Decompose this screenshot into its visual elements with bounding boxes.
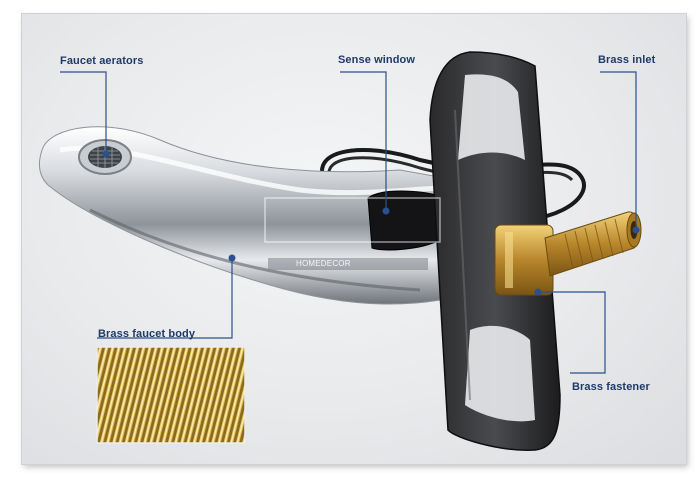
leader-sense-window: [340, 71, 387, 210]
brass-fastener: [494, 224, 554, 296]
leader-dot-inlet: [632, 226, 640, 234]
leader-fastener: [538, 291, 606, 374]
label-brass-faucet-body: Brass faucet body: [98, 328, 196, 340]
label-faucet-aerators: Faucet aerators: [60, 55, 144, 67]
leader-dot-body: [228, 254, 236, 262]
label-sense-window: Sense window: [338, 54, 415, 66]
brass-inlet: [544, 211, 641, 277]
brass-rods-inset: [96, 346, 246, 444]
leader-dot-aerators: [102, 150, 110, 158]
leader-inlet: [600, 71, 637, 229]
leader-aerators: [60, 71, 107, 152]
leader-dot-fastener: [534, 288, 542, 296]
watermark: HOMEDECOR: [296, 259, 351, 268]
label-brass-fastener: Brass fastener: [572, 381, 650, 393]
label-brass-inlet: Brass inlet: [598, 54, 656, 66]
leader-dot-sense-window: [382, 207, 390, 215]
leader-body: [97, 258, 233, 339]
sense-window: [367, 190, 441, 251]
